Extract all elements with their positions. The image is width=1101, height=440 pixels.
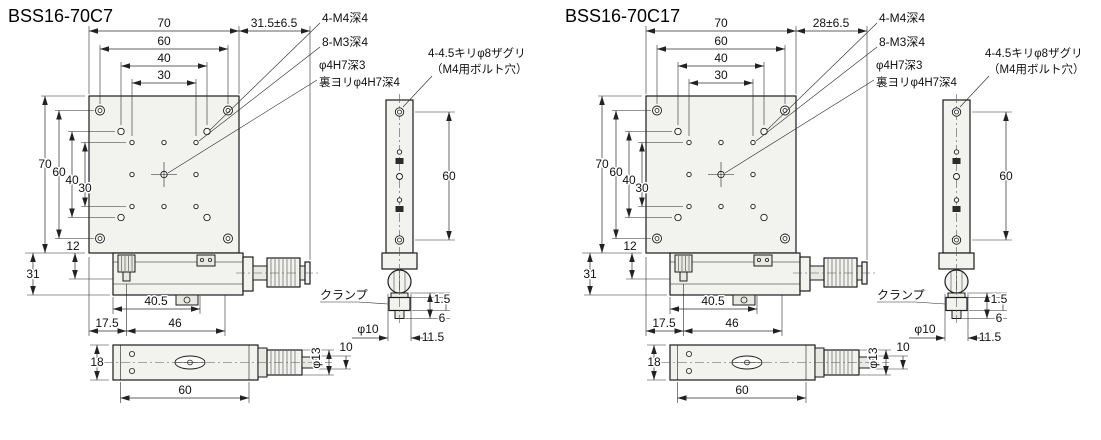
product-title: BSS16-70C17: [565, 6, 680, 26]
travel-dimension: 28±6.5: [813, 16, 850, 30]
product-title: BSS16-70C7: [8, 6, 113, 26]
panel-bss16-70c17: BSS16-70C17 28±6.5: [565, 6, 1084, 403]
travel-dimension: 31.5±6.5: [251, 16, 298, 30]
panel-bss16-70c7: BSS16-70C7 31.5±6.5: [8, 6, 527, 403]
